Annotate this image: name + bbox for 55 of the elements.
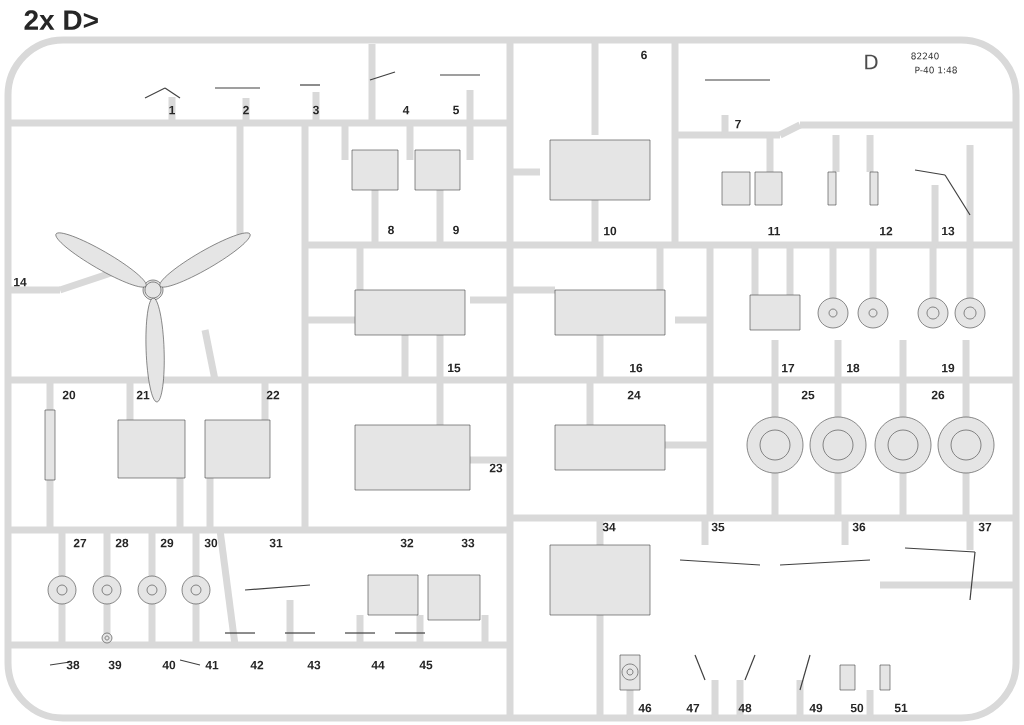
part-number: 34	[602, 522, 616, 532]
part-number: 1	[169, 105, 175, 115]
part-number: 45	[419, 660, 433, 670]
part-number: 37	[978, 522, 992, 532]
part-number: 20	[62, 390, 76, 400]
part-number: 23	[489, 463, 503, 473]
part-number: 36	[852, 522, 866, 532]
part-number: 22	[266, 390, 280, 400]
part-number: 30	[204, 538, 218, 548]
part-number: 48	[738, 703, 752, 713]
part-number: 25	[801, 390, 815, 400]
part-number: 4	[402, 105, 410, 115]
part-number: 18	[847, 363, 860, 373]
part-number: 35	[711, 522, 725, 532]
part-number: 12	[880, 226, 893, 236]
part-number: 13	[942, 226, 955, 236]
part-number: 43	[307, 660, 321, 670]
title: 2x D>	[24, 10, 98, 30]
part-number: 21	[136, 390, 150, 400]
part-number: 41	[205, 660, 219, 670]
part-number: 7	[735, 119, 741, 129]
part-number: 10	[604, 226, 617, 236]
part-number: 19	[942, 363, 955, 373]
part-number: 14	[14, 277, 27, 287]
part-number: 26	[931, 390, 945, 400]
part-number: 39	[108, 660, 122, 670]
part-number: 24	[627, 390, 641, 400]
part-number: 3	[312, 105, 319, 115]
part-number: 11	[768, 226, 780, 236]
kit-note: 82240	[911, 52, 939, 60]
part-number: 15	[448, 363, 461, 373]
part-number: 40	[162, 660, 176, 670]
part-number: 32	[400, 538, 414, 548]
part-number: 2	[243, 105, 249, 115]
part-number: 50	[850, 703, 864, 713]
part-number: 5	[453, 105, 459, 115]
part-number: 51	[894, 703, 908, 713]
part-number: 29	[160, 538, 174, 548]
part-number: 31	[269, 538, 283, 548]
part-number: 28	[115, 538, 129, 548]
part-number: 42	[250, 660, 264, 670]
part-number: 27	[73, 538, 87, 548]
part-number: 17	[782, 363, 795, 373]
sprue-letter: D	[865, 54, 878, 70]
kit-note: P-40 1:48	[915, 66, 957, 74]
part-number: 46	[638, 703, 652, 713]
part-number: 6	[641, 50, 647, 60]
part-number: 47	[686, 703, 700, 713]
part-number: 38	[66, 660, 80, 670]
part-number: 9	[453, 225, 459, 235]
part-number: 16	[630, 363, 643, 373]
part-number: 44	[371, 660, 385, 670]
part-number: 8	[388, 225, 394, 235]
part-number: 33	[461, 538, 475, 548]
part-number: 49	[809, 703, 823, 713]
